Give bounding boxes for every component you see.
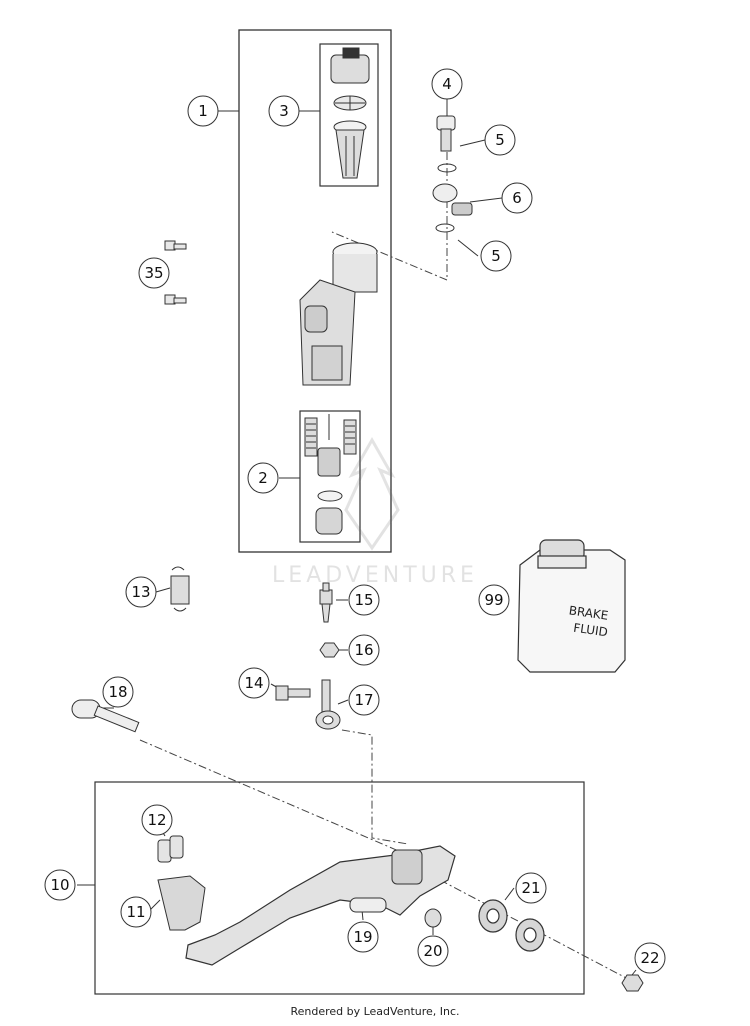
callout-1[interactable]: 1 <box>187 95 219 127</box>
svg-text:3: 3 <box>279 102 289 120</box>
callout-3[interactable]: 3 <box>268 95 300 127</box>
callout-18[interactable]: 18 <box>102 676 134 708</box>
piston-kit-part <box>304 414 357 535</box>
leadventure-watermark: LEADVENTURE <box>272 436 478 588</box>
bolt-14-part <box>275 685 311 701</box>
bearings-21-part <box>478 899 545 952</box>
bleeder-screw-part <box>319 582 333 623</box>
svg-text:4: 4 <box>442 75 452 93</box>
master-cylinder-body-part <box>299 242 378 386</box>
reservoir-cap-kit-part <box>330 47 370 179</box>
callout-99[interactable]: 99 <box>478 584 510 616</box>
svg-text:99: 99 <box>484 591 503 609</box>
sleeve-19-part <box>349 897 387 913</box>
callout-15[interactable]: 15 <box>348 584 380 616</box>
callout-22[interactable]: 22 <box>634 942 666 974</box>
svg-text:5: 5 <box>491 247 501 265</box>
callout-6[interactable]: 6 <box>501 182 533 214</box>
callout-5-upper[interactable]: 5 <box>484 124 516 156</box>
svg-text:15: 15 <box>354 591 373 609</box>
svg-text:6: 6 <box>512 189 522 207</box>
callout-35[interactable]: 35 <box>138 257 170 289</box>
svg-text:20: 20 <box>423 942 442 960</box>
svg-text:14: 14 <box>244 674 263 692</box>
watermark-text: LEADVENTURE <box>272 563 478 588</box>
lever-pivot-part <box>391 849 423 885</box>
callout-16[interactable]: 16 <box>348 634 380 666</box>
svg-text:13: 13 <box>131 583 150 601</box>
nut-22-part <box>621 974 644 992</box>
banjo-fitting-part <box>432 183 473 216</box>
svg-text:35: 35 <box>144 264 163 282</box>
footer-credit: Rendered by LeadVenture, Inc. <box>290 1005 460 1018</box>
bottle-label-line2: FLUID <box>572 621 608 640</box>
washer-upper-part <box>437 163 457 173</box>
assembly-box-1 <box>238 29 392 553</box>
pushrod-17-part <box>315 679 341 730</box>
svg-text:22: 22 <box>640 949 659 967</box>
callout-20[interactable]: 20 <box>417 935 449 967</box>
brake-fluid-bottle: BRAKE FLUID <box>517 539 626 673</box>
assembly-box-2 <box>299 410 361 543</box>
svg-text:10: 10 <box>50 876 69 894</box>
callout-11[interactable]: 11 <box>120 896 152 928</box>
callout-14[interactable]: 14 <box>238 667 270 699</box>
svg-text:2: 2 <box>258 469 268 487</box>
callout-21[interactable]: 21 <box>515 872 547 904</box>
svg-text:5: 5 <box>495 131 505 149</box>
bolts-35-part <box>164 240 187 305</box>
washer-lower-part <box>435 223 455 233</box>
callout-17[interactable]: 17 <box>348 684 380 716</box>
washer-20-part <box>424 908 442 928</box>
banjo-bolt-part <box>436 115 456 152</box>
assembly-box-3 <box>319 43 379 187</box>
svg-text:19: 19 <box>353 928 372 946</box>
svg-text:16: 16 <box>354 641 373 659</box>
brake-lever-part <box>185 845 456 966</box>
svg-text:18: 18 <box>108 683 127 701</box>
callout-10[interactable]: 10 <box>44 869 76 901</box>
svg-text:21: 21 <box>521 879 540 897</box>
svg-text:17: 17 <box>354 691 373 709</box>
spring-part <box>170 566 190 612</box>
svg-text:1: 1 <box>198 102 208 120</box>
callout-19[interactable]: 19 <box>347 921 379 953</box>
pin-18-part <box>71 699 140 733</box>
svg-text:12: 12 <box>147 811 166 829</box>
step-plate-part <box>157 875 206 931</box>
callout-2[interactable]: 2 <box>247 462 279 494</box>
bottle-label-line1: BRAKE <box>568 603 609 622</box>
callout-5-lower[interactable]: 5 <box>480 240 512 272</box>
svg-text:11: 11 <box>126 903 145 921</box>
bushings-12-part <box>157 835 184 863</box>
callout-13[interactable]: 13 <box>125 576 157 608</box>
callout-12[interactable]: 12 <box>141 804 173 836</box>
nut-16-part <box>319 642 340 658</box>
callout-4[interactable]: 4 <box>431 68 463 100</box>
assembly-box-10 <box>94 781 585 995</box>
